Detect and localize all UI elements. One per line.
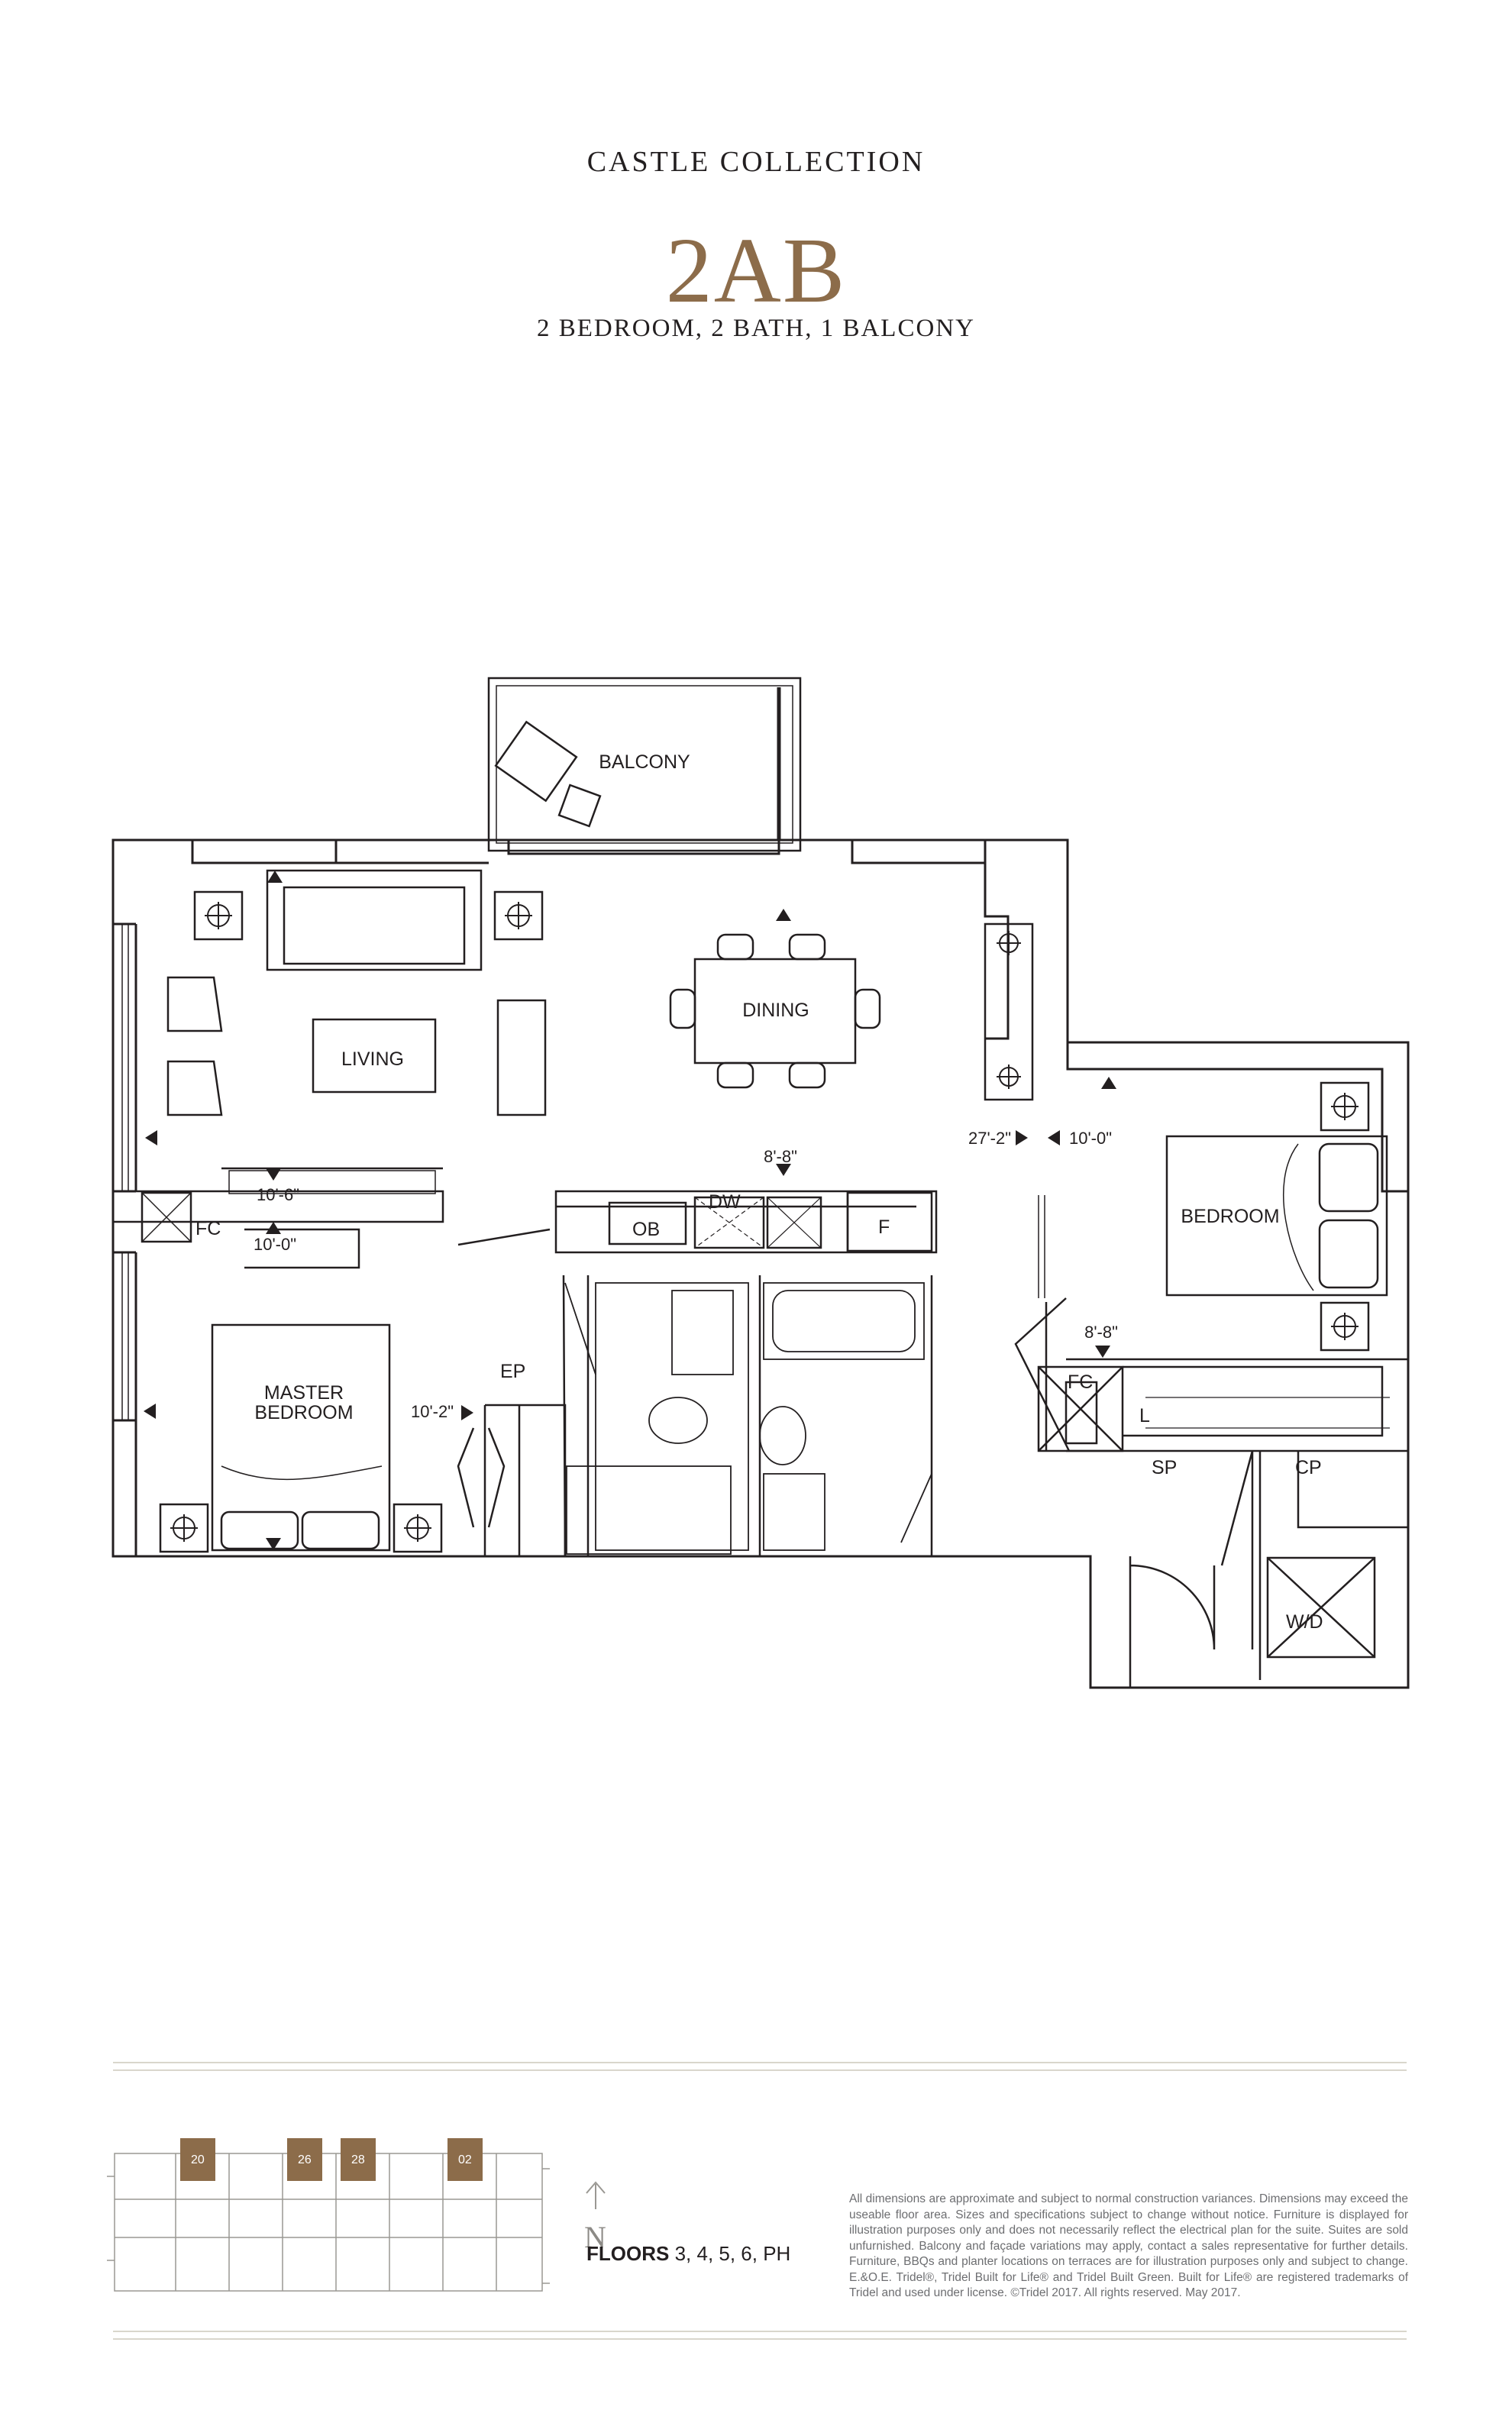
key-plan: 20 26 28 02 <box>107 2138 550 2292</box>
dining-furniture <box>669 933 881 1089</box>
fc-label-right: FC <box>1068 1371 1093 1393</box>
north-label: N <box>584 2220 606 2254</box>
bathrooms <box>564 1282 932 1555</box>
balcony-area <box>487 677 802 852</box>
living-height-dim: 10'-0" <box>254 1235 296 1254</box>
outer-walls <box>111 838 1410 1689</box>
kitchen <box>608 1191 933 1252</box>
keyplan-label-28: 28 <box>351 2153 365 2166</box>
unit-description: 2 BEDROOM, 2 BATH, 1 BALCONY <box>537 315 975 342</box>
oven-label: OB <box>632 1219 660 1240</box>
dimension-markers <box>144 871 1116 1550</box>
dining-length-dim: 27'-2" <box>968 1129 1011 1148</box>
keyplan-unit-20 <box>180 2138 215 2181</box>
keyplan-unit-28 <box>341 2138 376 2181</box>
lamp-symbols <box>170 902 1359 1542</box>
bedroom-height-dim: 8'-8" <box>1084 1323 1118 1342</box>
footer-rule-top <box>113 2062 1407 2063</box>
north-arrow-icon <box>586 2181 606 2209</box>
disclaimer-text: All dimensions are approximate and subje… <box>849 2192 1408 2299</box>
floors-label: FLOORS <box>586 2242 670 2265</box>
keyplan-label-02: 02 <box>458 2153 472 2166</box>
master-bedroom-label-line1: MASTER <box>264 1382 344 1404</box>
closet-entry <box>1065 1381 1390 1445</box>
linen-label: L <box>1139 1405 1150 1426</box>
master-bedroom-label-line2: BEDROOM <box>254 1402 353 1423</box>
sp-label: SP <box>1152 1457 1177 1478</box>
floors-values: 3, 4, 5, 6, PH <box>674 2242 791 2265</box>
collection-title: CASTLE COLLECTION <box>586 146 926 178</box>
dishwasher-label: DW <box>709 1191 741 1213</box>
footer-rule-top-2 <box>113 2069 1407 2071</box>
keyplan-label-26: 26 <box>298 2153 312 2166</box>
footer-rule-bottom <box>113 2331 1407 2332</box>
keyplan-unit-26 <box>287 2138 322 2181</box>
washer-dryer-label: W/D <box>1286 1611 1323 1633</box>
fridge-label: F <box>878 1216 890 1238</box>
cp-label: CP <box>1295 1457 1322 1478</box>
balcony-label: BALCONY <box>599 751 690 773</box>
dining-label: DINING <box>742 1000 809 1021</box>
footer-rule-bottom-2 <box>113 2338 1407 2340</box>
master-dim: 10'-2" <box>411 1402 454 1421</box>
living-width-dim: 10'-6" <box>257 1185 299 1204</box>
floors-info: FLOORS 3, 4, 5, 6, PH <box>586 2242 790 2266</box>
bedroom-furniture <box>984 922 1388 1452</box>
living-furniture <box>141 869 547 1243</box>
kitchen-dim: 8'-8" <box>764 1147 797 1166</box>
living-label: LIVING <box>341 1048 404 1070</box>
keyplan-label-20: 20 <box>191 2153 205 2166</box>
bedroom-label: BEDROOM <box>1181 1206 1279 1227</box>
fc-label-left: FC <box>195 1218 221 1239</box>
ep-label: EP <box>500 1361 525 1382</box>
master-bedroom-furniture <box>159 1323 506 1553</box>
unit-name: 2AB <box>665 219 847 322</box>
keyplan-unit-02 <box>447 2138 483 2181</box>
bedroom-width-dim: 10'-0" <box>1069 1129 1112 1148</box>
left-windows <box>121 924 1045 1420</box>
